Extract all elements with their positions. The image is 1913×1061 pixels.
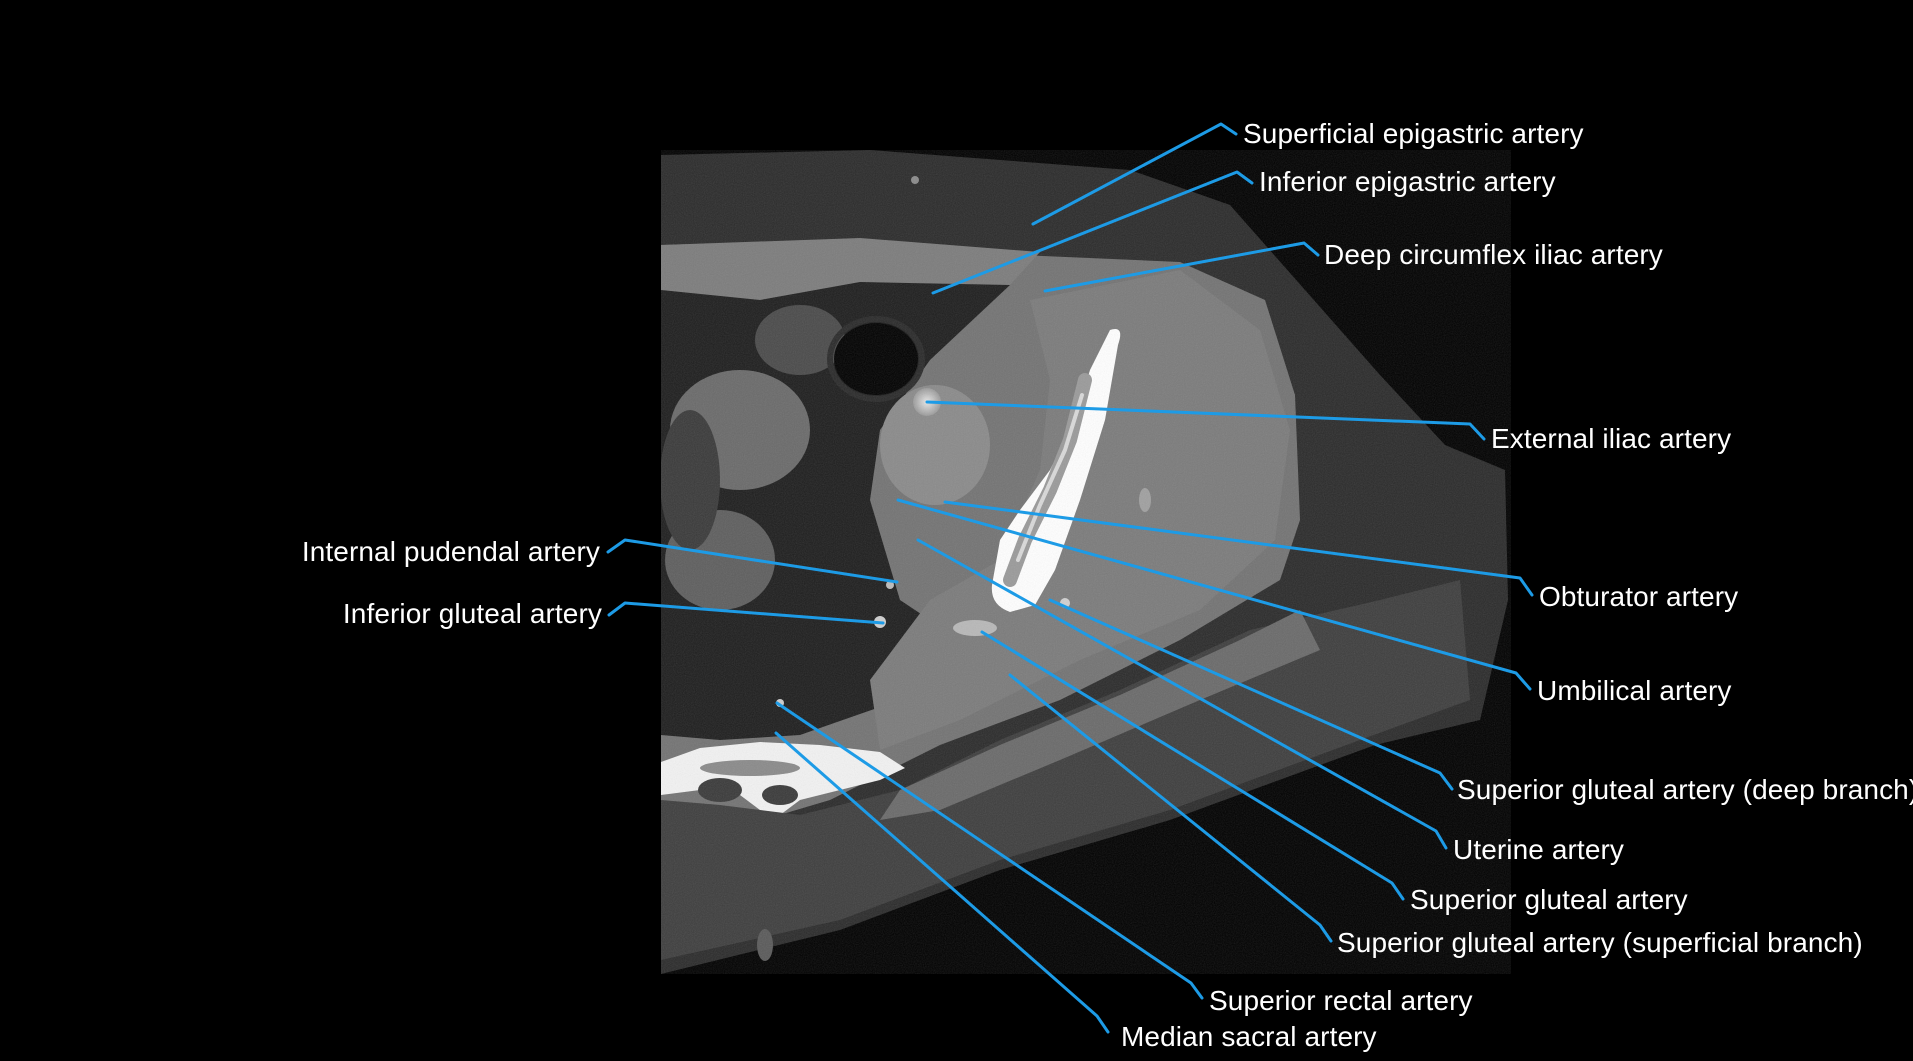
label-inferior-epigastric-artery: Inferior epigastric artery <box>1259 166 1556 197</box>
label-deep-circumflex-iliac-artery: Deep circumflex iliac artery <box>1324 239 1663 270</box>
label-median-sacral-artery: Median sacral artery <box>1121 1021 1377 1052</box>
leader-superficial-epigastric <box>1031 122 1238 226</box>
label-uterine-artery: Uterine artery <box>1453 834 1625 865</box>
leader-internal-pudendal <box>606 538 899 584</box>
label-superior-rectal-artery: Superior rectal artery <box>1209 985 1473 1016</box>
label-superficial-epigastric-artery: Superficial epigastric artery <box>1243 118 1584 149</box>
label-umbilical-artery: Umbilical artery <box>1537 675 1732 706</box>
label-obturator-artery: Obturator artery <box>1539 581 1739 612</box>
leader-external-iliac <box>925 400 1486 441</box>
leader-deep-circumflex-iliac <box>1043 241 1320 293</box>
label-superior-gluteal-artery: Superior gluteal artery <box>1410 884 1688 915</box>
ct-image <box>661 150 1511 974</box>
label-inferior-gluteal-artery: Inferior gluteal artery <box>342 598 602 629</box>
label-internal-pudendal-artery: Internal pudendal artery <box>301 536 600 567</box>
leader-superior-rectal <box>775 701 1204 1000</box>
leader-superior-gluteal-superficial <box>1008 673 1333 943</box>
leader-obturator <box>943 500 1534 597</box>
leader-uterine <box>916 538 1448 850</box>
leader-superior-gluteal <box>980 630 1405 901</box>
leader-umbilical <box>896 498 1532 691</box>
leader-inferior-gluteal <box>607 601 885 625</box>
leader-inferior-epigastric <box>931 170 1254 295</box>
leader-superior-gluteal-deep <box>1048 598 1454 791</box>
label-superior-gluteal-artery-superficial-branch: Superior gluteal artery (superficial bra… <box>1337 927 1863 958</box>
leader-lines <box>606 122 1534 1034</box>
label-superior-gluteal-artery-deep-branch: Superior gluteal artery (deep branch) <box>1457 774 1913 805</box>
leader-median-sacral <box>774 731 1110 1034</box>
label-external-iliac-artery: External iliac artery <box>1491 423 1732 454</box>
